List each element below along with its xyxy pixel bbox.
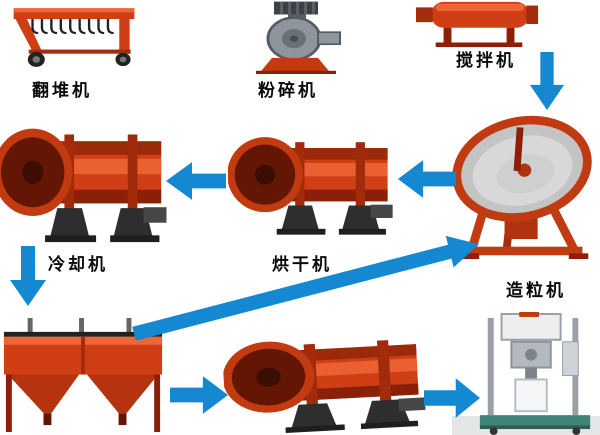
screen-to-granulator-diagonal-arrow-icon xyxy=(132,232,484,344)
screen-to-coater-arrow-icon xyxy=(170,374,228,416)
granulator-label: 造粒机 xyxy=(506,281,566,300)
screening-machine-illustration xyxy=(0,318,168,435)
mixer-label: 搅拌机 xyxy=(456,51,516,70)
granulator-machine-illustration xyxy=(452,108,598,260)
cooler-down-arrow-icon xyxy=(8,246,48,306)
crusher-illustration xyxy=(242,0,352,74)
compost-turner-illustration xyxy=(8,0,140,76)
mixer-down-arrow-icon xyxy=(528,52,566,110)
cooler-machine-illustration xyxy=(0,118,170,246)
crusher-label: 粉碎机 xyxy=(258,81,318,100)
dryer-label: 烘干机 xyxy=(272,255,332,274)
packing-machine-illustration xyxy=(472,312,598,435)
granulator-to-dryer-arrow-icon xyxy=(398,158,456,200)
mixer-illustration xyxy=(416,0,544,48)
dryer-to-cooler-arrow-icon xyxy=(166,160,226,202)
turner-label: 翻堆机 xyxy=(32,81,92,100)
coater-to-packer-arrow-icon xyxy=(424,376,480,420)
coating-drum-illustration xyxy=(221,325,430,435)
cooler-label: 冷却机 xyxy=(48,255,108,274)
dryer-machine-illustration xyxy=(228,128,396,238)
